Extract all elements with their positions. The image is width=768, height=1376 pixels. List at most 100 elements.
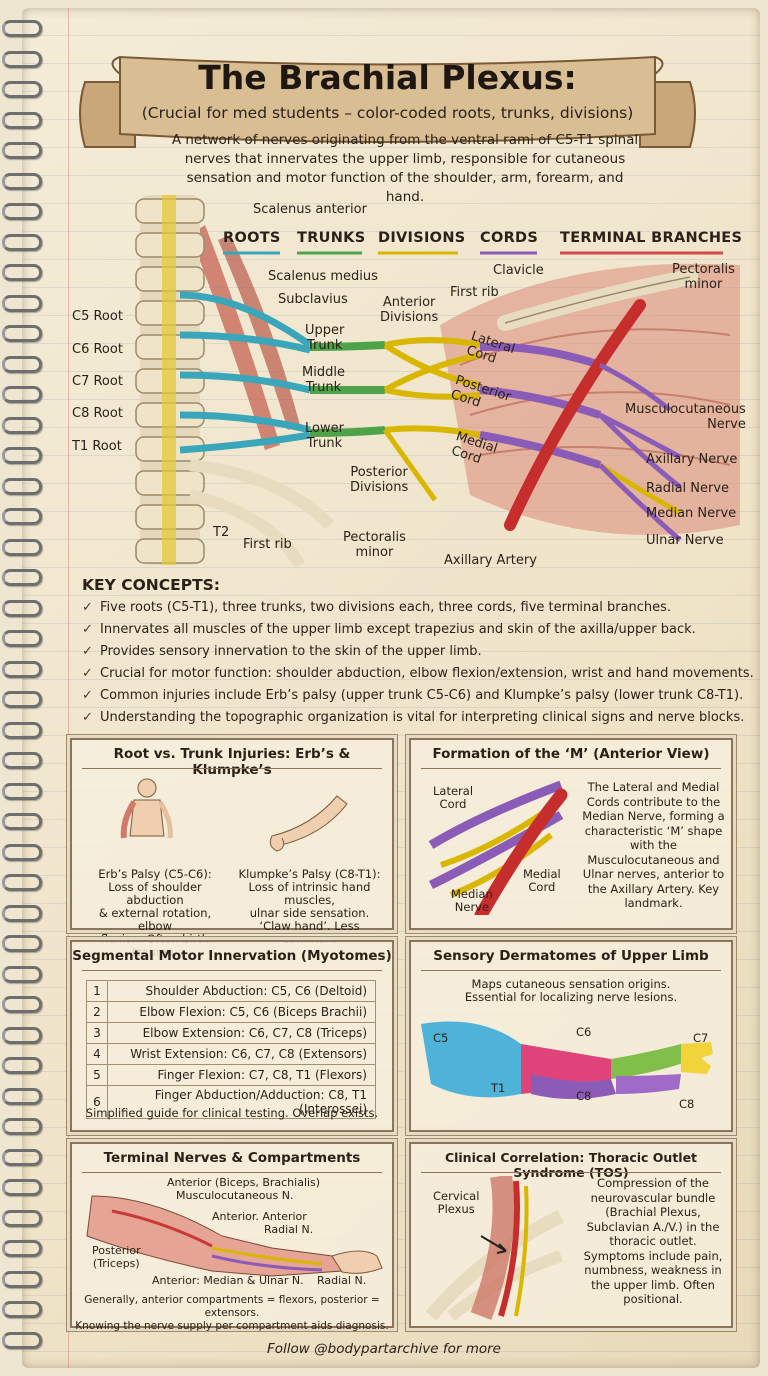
page-title: The Brachial Plexus:: [198, 58, 577, 97]
card-injuries: Root vs. Trunk Injuries: Erb’s & Klumpke…: [70, 738, 394, 959]
card-myotomes: Segmental Motor Innervation (Myotomes) 1…: [70, 940, 394, 1132]
card-m-formation: Formation of the ‘M’ (Anterior View) Lat…: [409, 738, 733, 930]
terminal-note: Generally, anterior compartments = flexo…: [75, 1294, 389, 1332]
ring-icon: [2, 996, 42, 1013]
label-first-rib-top: First rib: [450, 285, 499, 300]
check-icon: ✓: [82, 666, 93, 681]
ring-icon: [2, 1148, 42, 1166]
ring-icon: [2, 1301, 42, 1318]
label-first-rib-bottom: First rib: [243, 537, 292, 552]
ring-icon: [2, 874, 42, 891]
page-subtitle: (Crucial for med students – color-coded …: [141, 104, 634, 122]
dermatome-c7: C7: [693, 1031, 709, 1045]
terminal-label-musculocutaneous: Musculocutaneous N.: [176, 1189, 294, 1202]
spiral-binding: [0, 20, 42, 1360]
ring-icon: [2, 1057, 42, 1074]
tos-illustration: [425, 1176, 565, 1321]
check-icon: ✓: [82, 688, 93, 703]
plexus-illustration: [135, 195, 740, 569]
key-concepts: KEY CONCEPTS: ✓Five roots (C5-T1), three…: [82, 576, 754, 729]
key-concept-item: ✓Crucial for motor function: shoulder ab…: [82, 663, 754, 685]
ring-icon: [2, 843, 42, 861]
ring-icon: [2, 691, 42, 708]
card-dermatomes-title: Sensory Dermatomes of Upper Limb: [433, 948, 709, 964]
m-label-lateral-cord: Lateral Cord: [433, 784, 474, 811]
ring-icon: [2, 935, 42, 952]
myotome-note: Simplified guide for clinical testing. O…: [85, 1106, 379, 1120]
ring-icon: [2, 1179, 42, 1196]
m-label-median-nerve: Median Nerve: [451, 887, 493, 914]
dermatome-text: Maps cutaneous sensation origins. Essent…: [464, 977, 678, 1004]
terminal-label-anterior-biceps: Anterior (Biceps, Brachialis): [167, 1176, 321, 1189]
label-musculocutaneous-nerve: Musculocutaneous Nerve: [625, 402, 746, 432]
dermatome-c8-hand: C8: [679, 1097, 695, 1111]
check-icon: ✓: [82, 622, 93, 637]
ring-icon: [2, 1118, 42, 1135]
check-icon: ✓: [82, 600, 93, 615]
ring-icon: [2, 81, 42, 98]
ring-icon: [2, 477, 42, 495]
label-subclavius: Subclavius: [278, 292, 348, 307]
dermatome-c5: C5: [433, 1031, 449, 1045]
label-pectoralis-minor-bottom: Pectoralis minor: [343, 530, 406, 560]
card-dermatomes: Sensory Dermatomes of Upper Limb Maps cu…: [409, 940, 733, 1132]
ring-icon: [2, 203, 42, 220]
intro-text: A network of nerves originating from the…: [171, 132, 639, 205]
ring-icon: [2, 447, 42, 464]
ring-icon: [2, 752, 42, 769]
card-myotomes-title: Segmental Motor Innervation (Myotomes): [72, 948, 392, 964]
key-concepts-title: KEY CONCEPTS:: [82, 576, 221, 594]
ring-icon: [2, 1331, 42, 1349]
key-concept-item: ✓Innervates all muscles of the upper lim…: [82, 619, 742, 641]
card-terminal-nerves: Terminal Nerves & Compartments Anterior …: [70, 1142, 394, 1332]
terminal-label-posterior: Posterior (Triceps): [92, 1244, 141, 1270]
header-roots: ROOTS: [223, 230, 281, 246]
ring-icon: [2, 721, 42, 739]
label-radial-nerve: Radial Nerve: [646, 481, 730, 496]
ring-icon: [2, 508, 42, 525]
label-root-c8: C8 Root: [72, 406, 123, 421]
arm-dermatome-illustration: [421, 1021, 713, 1099]
injury-figures-icon: [120, 778, 348, 852]
ring-icon: [2, 1209, 42, 1227]
ring-icon: [2, 111, 42, 129]
margin-line: [68, 8, 69, 1368]
klumpke-palsy-text: Klumpke’s Palsy (C8-T1): Loss of intrins…: [238, 867, 381, 946]
label-ulnar-nerve: Ulnar Nerve: [646, 533, 724, 548]
ring-icon: [2, 172, 42, 190]
ring-icon: [2, 1240, 42, 1257]
label-upper-trunk: Upper Trunk: [305, 323, 345, 353]
dermatome-t1: T1: [491, 1081, 506, 1095]
label-middle-trunk: Middle Trunk: [302, 365, 345, 395]
ring-icon: [2, 630, 42, 647]
ring-icon: [2, 325, 42, 342]
label-lower-trunk: Lower Trunk: [305, 421, 344, 451]
ring-icon: [2, 569, 42, 586]
key-concept-item: ✓Provides sensory innervation to the ski…: [82, 641, 742, 663]
label-root-t1: T1 Root: [72, 439, 122, 454]
ring-icon: [2, 782, 42, 800]
label-axillary-nerve: Axillary Nerve: [646, 452, 738, 467]
ring-icon: [2, 660, 42, 678]
ring-icon: [2, 294, 42, 312]
tos-text: Compression of the neurovascular bundle …: [583, 1176, 723, 1306]
card-injuries-title: Root vs. Trunk Injuries: Erb’s & Klumpke…: [113, 746, 351, 778]
terminal-label-anterior: Anterior. Anterior: [212, 1210, 307, 1223]
card-m-formation-title: Formation of the ‘M’ (Anterior View): [432, 746, 710, 762]
header-trunks: TRUNKS: [297, 230, 366, 246]
ring-icon: [2, 1270, 42, 1288]
brachial-plexus-diagram: ROOTS TRUNKS DIVISIONS CORDS TERMINAL BR…: [40, 195, 760, 575]
ring-icon: [2, 599, 42, 617]
label-posterior-divisions: Posterior Divisions: [350, 465, 409, 495]
footer-follow: Follow @bodypartarchive for more: [267, 1341, 501, 1357]
key-concept-item: ✓Understanding the topographic organizat…: [82, 707, 744, 729]
card-tos: Clinical Correlation: Thoracic Outlet Sy…: [409, 1142, 733, 1328]
ring-icon: [2, 1026, 42, 1044]
ring-icon: [2, 142, 42, 159]
ring-icon: [2, 386, 42, 403]
